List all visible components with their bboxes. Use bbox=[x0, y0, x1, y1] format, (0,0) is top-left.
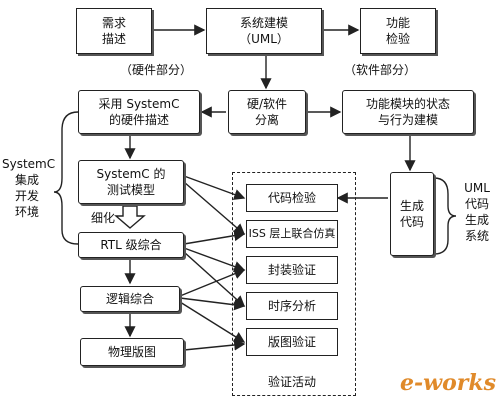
arrow-rtl-to-iss bbox=[183, 230, 246, 245]
generate-code-line1: 生成 bbox=[399, 199, 424, 213]
system-modeling-line2: （UML） bbox=[239, 32, 289, 46]
system-modeling-line1: 系统建模 bbox=[239, 16, 288, 30]
refine-label: 细化 bbox=[90, 211, 115, 225]
rtl-synthesis-box: RTL 级综合 bbox=[78, 232, 184, 258]
logic-synthesis-label: 逻辑综合 bbox=[105, 292, 154, 306]
physical-layout-label: 物理版图 bbox=[107, 345, 156, 359]
verify-item-label: 封装验证 bbox=[267, 263, 316, 277]
verification-container bbox=[232, 172, 356, 396]
verify-item-iss-cosim: ISS 层上联合仿真 bbox=[246, 220, 338, 248]
uml-codegen-label: UML 代码 生成 系统 bbox=[460, 180, 494, 244]
systemc-hw-desc-line2: 的硬件描述 bbox=[108, 113, 169, 127]
function-check-line2: 检验 bbox=[385, 32, 410, 46]
arrow-rtl-to-package bbox=[183, 247, 246, 272]
systemc-test-model-line1: SystemC 的 bbox=[96, 167, 166, 181]
software-part-label: （软件部分） bbox=[343, 63, 416, 77]
arrow-logic-to-layout bbox=[179, 301, 246, 343]
hardware-part-label: （硬件部分） bbox=[119, 63, 192, 77]
requirements-line2: 描述 bbox=[101, 32, 126, 46]
verify-item-layout: 版图验证 bbox=[246, 328, 338, 356]
uml-codegen-line3: 生成 bbox=[464, 213, 489, 227]
uml-codegen-line2: 代码 bbox=[464, 197, 489, 211]
logic-synthesis-box: 逻辑综合 bbox=[80, 286, 180, 312]
rtl-synthesis-label: RTL 级综合 bbox=[100, 238, 162, 252]
physical-layout-box: 物理版图 bbox=[80, 338, 184, 366]
arrow-logic-to-package bbox=[179, 268, 246, 297]
systemc-env-line4: 环境 bbox=[14, 205, 39, 219]
verify-item-package: 封装验证 bbox=[246, 256, 338, 284]
generate-code-box: 生成 代码 bbox=[390, 172, 434, 256]
verify-item-code-check: 代码检验 bbox=[246, 184, 338, 212]
systemc-env-line2: 集成 bbox=[14, 173, 39, 187]
systemc-env-label: SystemC 集成 开发 环境 bbox=[2, 156, 56, 220]
state-behavior-model-line1: 功能模块的状态 bbox=[365, 97, 450, 111]
arrow-logic-to-timing bbox=[179, 297, 246, 311]
verification-caption: 验证活动 bbox=[267, 375, 316, 389]
systemc-hw-desc-line1: 采用 SystemC bbox=[98, 97, 180, 111]
verify-item-label: 时序分析 bbox=[267, 299, 316, 313]
uml-codegen-line4: 系统 bbox=[464, 229, 489, 243]
function-check-line1: 功能 bbox=[385, 16, 410, 30]
state-behavior-model-line2: 与行为建模 bbox=[377, 113, 438, 127]
uml-codegen-line1: UML bbox=[464, 181, 490, 195]
systemc-hw-desc-box: 采用 SystemC 的硬件描述 bbox=[78, 90, 200, 134]
verify-item-label: ISS 层上联合仿真 bbox=[248, 227, 336, 240]
right-brace bbox=[433, 177, 457, 255]
system-modeling-box: 系统建模 （UML） bbox=[206, 8, 322, 54]
systemc-env-line3: 开发 bbox=[14, 189, 39, 203]
left-brace bbox=[53, 111, 79, 245]
verify-item-label: 版图验证 bbox=[267, 335, 316, 349]
verify-item-label: 代码检验 bbox=[267, 191, 316, 205]
systemc-test-model-line2: 测试模型 bbox=[106, 183, 155, 197]
refine-hollow-arrow bbox=[114, 205, 146, 229]
arrow-test-to-iss bbox=[183, 181, 246, 235]
generate-code-line2: 代码 bbox=[399, 215, 424, 229]
requirements-box: 需求 描述 bbox=[76, 8, 152, 54]
function-check-box: 功能 检验 bbox=[360, 8, 436, 54]
hw-sw-partition-line1: 硬/软件 bbox=[246, 97, 288, 111]
verify-item-timing: 时序分析 bbox=[246, 292, 338, 320]
systemc-test-model-box: SystemC 的 测试模型 bbox=[78, 160, 184, 204]
systemc-env-line1: SystemC bbox=[2, 157, 56, 171]
state-behavior-model-box: 功能模块的状态 与行为建模 bbox=[342, 90, 474, 134]
arrow-test-to-codecheck bbox=[183, 175, 246, 200]
watermark-logo: e-works bbox=[400, 370, 496, 396]
arrow-physical-to-layout bbox=[183, 339, 246, 351]
arrow-rtl-to-timing bbox=[183, 251, 246, 307]
requirements-line1: 需求 bbox=[101, 16, 126, 30]
hw-sw-partition-line2: 分离 bbox=[254, 113, 279, 127]
hw-sw-partition-box: 硬/软件 分离 bbox=[228, 90, 306, 134]
